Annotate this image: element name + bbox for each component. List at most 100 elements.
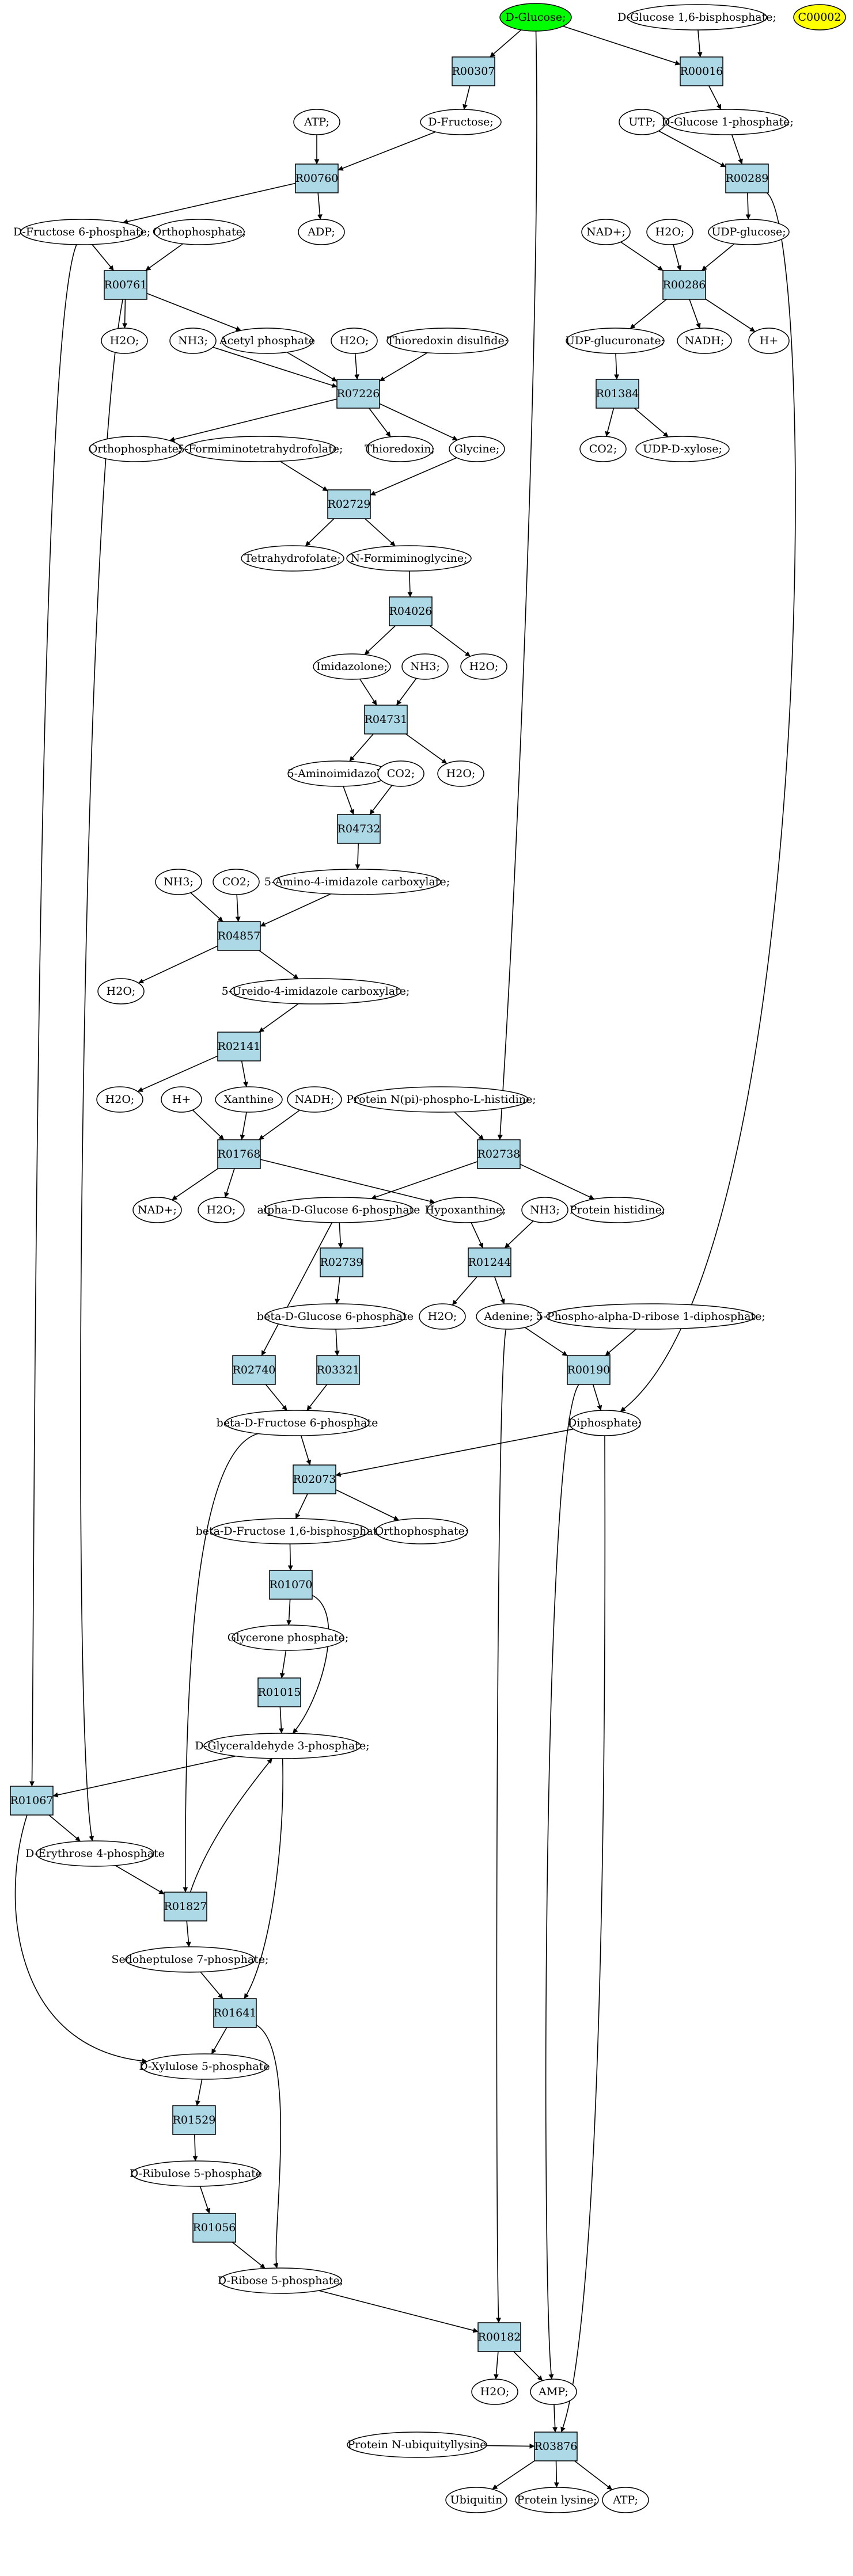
compound-node-glc1p: D-Glucose 1-phosphate; — [661, 109, 794, 135]
node-label: R02740 — [233, 1364, 276, 1376]
node-label: beta-D-Fructose 1,6-bisphosphate — [196, 1525, 384, 1538]
node-label: R02141 — [218, 1040, 261, 1053]
node-shape — [198, 1197, 245, 1223]
node-label: D-Ribulose 5-phosphate — [130, 2167, 262, 2180]
node-label: 5-Ureido-4-imidazole carboxylate; — [222, 985, 410, 998]
node-shape — [427, 1197, 504, 1223]
compound-node-pi3: Orthophosphate; — [375, 1518, 469, 1544]
edge-R02740-to-bf6p — [265, 1384, 287, 1411]
node-label: alpha-D-Glucose 6-phosphate — [257, 1204, 420, 1216]
reaction-node-R04732: R04732 — [337, 814, 381, 844]
edge-R03876-to-ubq — [492, 2460, 535, 2490]
reaction-node-R00016: R00016 — [680, 56, 723, 86]
node-shape — [192, 2213, 236, 2243]
node-shape — [534, 2432, 578, 2461]
node-shape — [460, 653, 507, 680]
node-label: R00307 — [452, 65, 495, 78]
compound-node-h2o_f: H2O; — [97, 978, 145, 1004]
node-shape — [336, 379, 380, 409]
node-label: 5-Amino-4-imidazole carboxylate; — [264, 876, 450, 888]
edge-utp-to-R00289 — [658, 130, 726, 168]
node-label: Sedoheptulose 7-phosphate; — [111, 1953, 268, 1966]
node-shape — [449, 436, 505, 462]
compound-node-prpp: 5-Phospho-alpha-D-ribose 1-diphosphate; — [536, 1303, 765, 1330]
compound-node-nfg: N-Formiminoglycine; — [346, 545, 472, 572]
node-label: R01015 — [258, 1686, 301, 1699]
edge-layer — [14, 25, 796, 2490]
edge-R02073-to-bfbp — [295, 1493, 308, 1519]
edge-R00307-to-fru — [462, 85, 471, 110]
compound-node-trx: Thioredoxin; — [365, 436, 435, 462]
node-shape — [10, 1786, 54, 1816]
node-label: R01070 — [270, 1578, 313, 1591]
node-shape — [97, 978, 145, 1004]
node-label: H+ — [172, 1093, 191, 1106]
node-label: R01641 — [214, 2007, 257, 2019]
compound-node-gly: Glycine; — [449, 436, 505, 462]
node-shape — [203, 1733, 361, 1759]
compound-node-thf: Tetrahydrofolate; — [241, 545, 344, 572]
node-label: Protein N-ubiquityllysine — [347, 2438, 486, 2451]
node-label: Hypoxanthine; — [424, 1204, 506, 1216]
node-shape — [530, 2379, 577, 2405]
node-shape — [132, 1197, 182, 1223]
edge-R02729-to-thf — [305, 518, 335, 547]
node-label: NADH; — [685, 334, 725, 347]
edge-R02739-to-bg6p — [335, 1276, 340, 1304]
reaction-node-R03321: R03321 — [316, 1355, 360, 1385]
node-label: Thioredoxin disulfide; — [387, 334, 508, 347]
node-shape — [635, 436, 730, 462]
edge-R00190-to-amp — [545, 1384, 579, 2380]
reaction-node-R02141: R02141 — [217, 1032, 261, 1061]
compound-node-aic: 5-Amino-4-imidazole carboxylate; — [264, 869, 450, 895]
compound-node-nh3_b: NH3; — [401, 653, 449, 680]
node-shape — [313, 653, 391, 680]
edge-co2_c-to-R04857 — [235, 894, 241, 922]
node-label: D-Glucose 1,6-bisphosphate; — [617, 11, 776, 24]
node-label: D-Glucose; — [506, 11, 566, 24]
edge-R01070-to-g3p — [292, 1595, 329, 1734]
edge-hp2-to-R01768 — [192, 1109, 225, 1140]
compound-node-ru5p: D-Ribulose 5-phosphate — [130, 2160, 262, 2187]
edge-nadh2-to-R01768 — [259, 1109, 300, 1140]
compound-node-h2o_a: H2O; — [646, 219, 693, 245]
node-label: H2O; — [207, 1204, 236, 1216]
reaction-node-R00286: R00286 — [662, 270, 706, 300]
edge-nh3_b-to-R04731 — [396, 678, 417, 706]
edge-R01641-to-r5p — [256, 2025, 282, 2269]
compound-node-acp: Acetyl phosphate — [219, 328, 315, 354]
node-label: D-Ribose 5-phosphate; — [218, 2274, 343, 2287]
edge-R01827-to-s7p — [185, 1920, 191, 1947]
edge-glc16bp-to-R00016 — [697, 29, 703, 58]
node-label: Protein N(pi)-phospho-L-histidine; — [346, 1093, 536, 1106]
node-label: Glycine; — [454, 443, 500, 455]
edge-glc-to-R00307 — [490, 29, 522, 58]
node-label: H2O; — [655, 226, 685, 238]
reaction-node-R04857: R04857 — [217, 921, 261, 951]
node-label: CO2; — [222, 876, 251, 888]
edge-pi1-to-R00761 — [145, 243, 183, 271]
edge-bf6p-to-R01827 — [183, 1433, 259, 1893]
compound-node-bg6p: beta-D-Glucose 6-phosphate — [257, 1303, 414, 1330]
compound-node-phis: Protein histidine; — [570, 1197, 665, 1223]
node-label: D-Fructose 6-phosphate; — [13, 226, 150, 238]
node-shape — [232, 1624, 344, 1651]
node-label: NH3; — [530, 1204, 560, 1216]
edge-nh3_a-to-R07226 — [213, 347, 338, 388]
compound-node-g3p: D-Glyceraldehyde 3-phosphate; — [195, 1733, 370, 1759]
edge-hyp-to-R01244 — [471, 1222, 484, 1249]
compound-node-s7p: Sedoheptulose 7-phosphate; — [111, 1946, 269, 1973]
edge-R00760-to-f6p — [122, 182, 296, 225]
node-shape — [217, 921, 261, 951]
compound-node-bf6p: beta-D-Fructose 6-phosphate — [217, 1410, 378, 1436]
compound-node-nadp2: NAD+; — [132, 1197, 182, 1223]
node-label: Imidazolone; — [316, 660, 388, 673]
node-shape — [476, 1303, 541, 1330]
node-label: Orthophosphate; — [375, 1525, 469, 1538]
edge-R02073-to-pi3 — [335, 1489, 399, 1521]
edge-dhap-to-R01015 — [279, 1650, 287, 1679]
compound-node-co2_a: CO2; — [579, 436, 627, 462]
node-label: Orthophosphate; — [153, 226, 247, 238]
edge-co2_b-to-R04732 — [369, 785, 393, 815]
reaction-node-R00307: R00307 — [452, 56, 495, 86]
